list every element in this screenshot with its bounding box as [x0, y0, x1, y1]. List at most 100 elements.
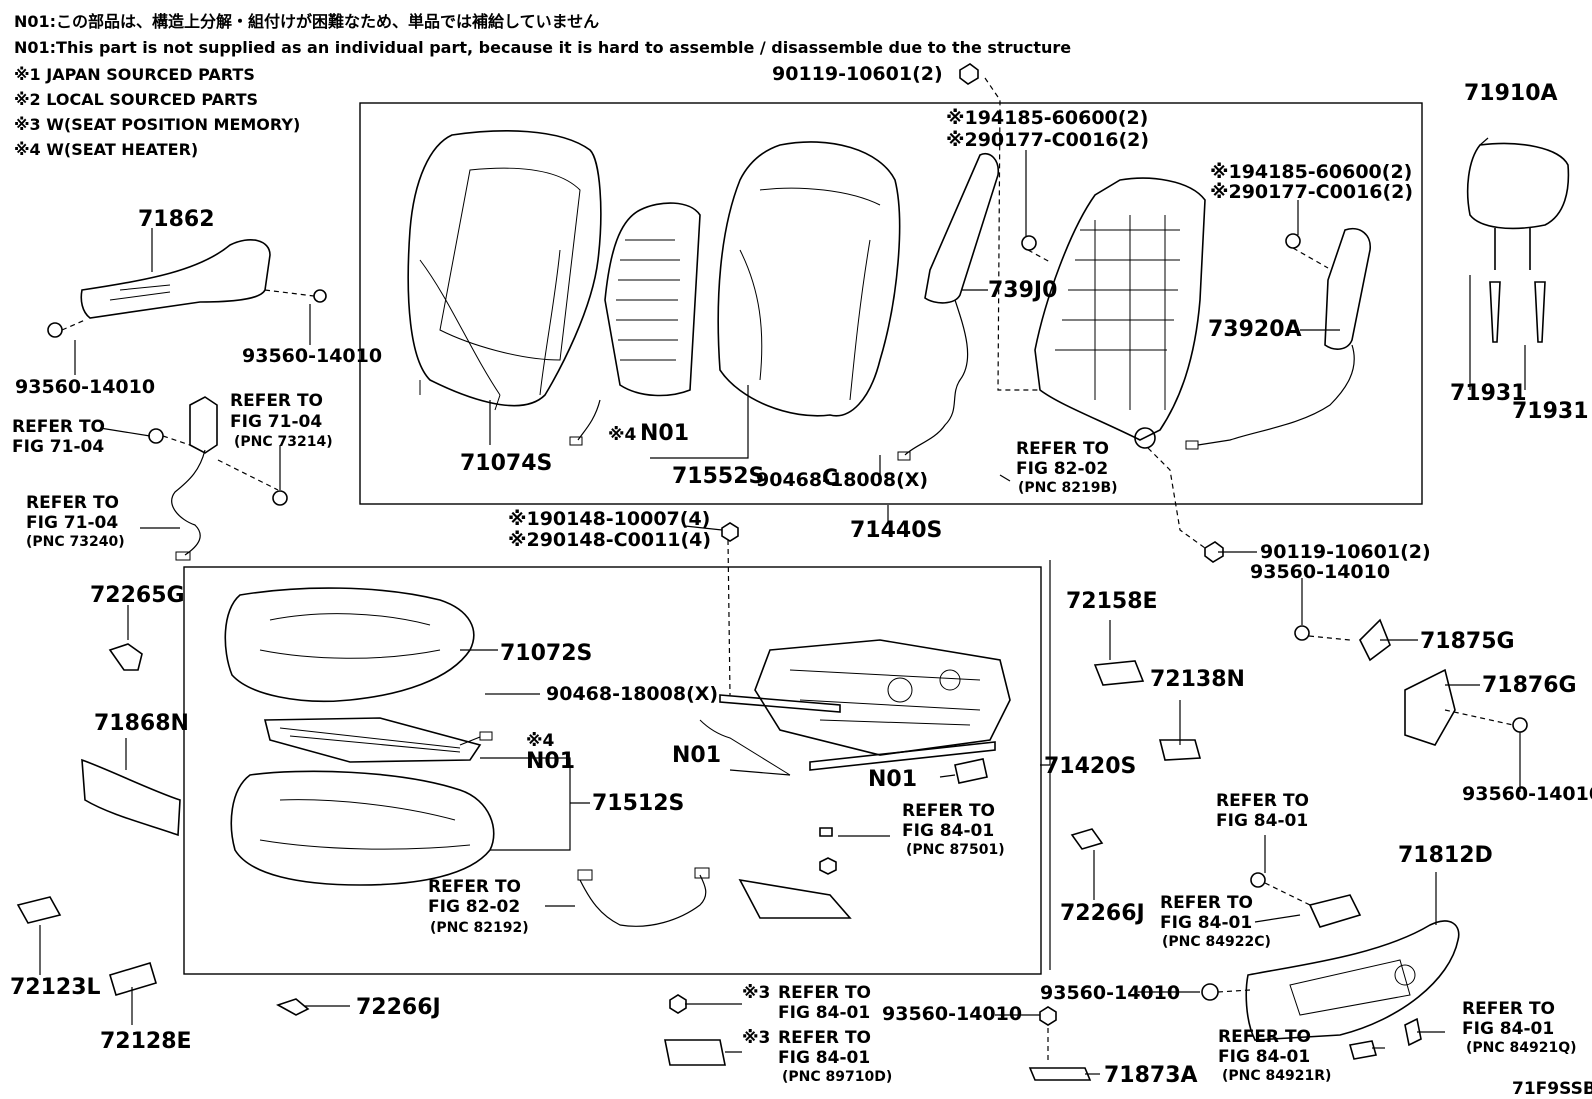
mark-memory-a: ※3 [742, 983, 770, 1003]
label-190148: ※190148-10007(4) [508, 508, 710, 530]
ref-pnc-84921q: (PNC 84921Q) [1466, 1040, 1577, 1056]
refer-to-label: REFER TO [1218, 1027, 1311, 1047]
ref-fig-84-01: FIG 84-01 [1218, 1047, 1310, 1067]
nut-icon [1021, 235, 1037, 251]
label-72128e: 72128E [100, 1029, 192, 1054]
screw-icon [1294, 625, 1310, 641]
note-local-sourced: ※2 LOCAL SOURCED PARTS [14, 90, 258, 109]
ref-fig-84-01: FIG 84-01 [1462, 1019, 1554, 1039]
clip-72266j-lower-part [276, 998, 310, 1016]
note-seat-position-memory: ※3 W(SEAT POSITION MEMORY) [14, 115, 300, 134]
knob-84921r-part [1348, 1040, 1378, 1060]
label-71552s: 71552S [672, 464, 764, 489]
bracket-71875g-part [1359, 618, 1391, 662]
seatback-assembly-box [359, 102, 1423, 505]
label-n01-d: N01 [868, 767, 917, 792]
label-72265g: 72265G [90, 583, 185, 608]
ref-fig-84-01: FIG 84-01 [1160, 913, 1252, 933]
bolt-icon [1204, 541, 1224, 563]
note-n01-english: N01:This part is not supplied as an indi… [14, 38, 1071, 57]
nut-icon [148, 428, 164, 444]
ref-pnc-84921r: (PNC 84921R) [1222, 1068, 1331, 1084]
refer-to-label: REFER TO [230, 391, 323, 411]
label-93560-f: 93560-14010 [882, 1003, 1022, 1025]
cushion-assembly-box [183, 566, 1042, 975]
label-71873a: 71873A [1104, 1063, 1198, 1088]
refer-to-label: REFER TO [428, 877, 521, 897]
label-72266j-upper: 72266J [1060, 901, 1145, 926]
label-93560-a: 93560-14010 [242, 345, 382, 367]
label-71910a: 71910A [1464, 81, 1558, 106]
side-airbag-right-part [1185, 228, 1371, 450]
reference-callouts: REFER TO FIG 71-04 (PNC 73214) REFER TO … [12, 391, 1577, 1085]
label-72266j-lower: 72266J [356, 995, 441, 1020]
clip-72128e-part [109, 962, 157, 996]
refer-to-label: REFER TO [12, 417, 105, 437]
clip-72123l-part [16, 896, 62, 924]
mark-heater-a: ※4 [608, 425, 637, 445]
bolt-icon [1039, 1006, 1057, 1026]
cushion-heater-part [263, 717, 493, 763]
part-labels: 90119-10601(2) ※194185-60600(2) ※290177-… [10, 63, 1592, 1099]
clip-72158e-part [1093, 660, 1145, 686]
label-73920a: 73920A [1208, 317, 1302, 342]
label-71512s: 71512S [592, 791, 684, 816]
label-290177-a: ※290177-C0016(2) [946, 129, 1149, 151]
ref-pnc-82192: (PNC 82192) [430, 920, 529, 936]
seatback-cover-part [407, 130, 602, 411]
notes-block: N01:この部品は、構造上分解・組付けが困難なため、単品では補給していません N… [14, 12, 1071, 159]
label-93560-d: 93560-14010 [1462, 783, 1592, 805]
clip-72266j-upper-part [1070, 828, 1104, 850]
ref-fig-71-04: FIG 71-04 [230, 412, 322, 432]
screw-icon [1250, 872, 1266, 888]
label-71420s: 71420S [1044, 754, 1136, 779]
seatback-pad-part [717, 141, 901, 417]
label-290148: ※290148-C0011(4) [508, 529, 711, 551]
note-seat-heater: ※4 W(SEAT HEATER) [14, 140, 198, 159]
nut-icon [272, 490, 288, 506]
clip-72138n-part [1158, 739, 1202, 761]
bolt-icon [721, 522, 739, 542]
knob-84921q-part [1404, 1017, 1422, 1047]
cushion-wiring-part [577, 827, 852, 927]
recliner-cover-part [47, 239, 327, 338]
label-72123l: 72123L [10, 975, 101, 1000]
trim-71868n-part [81, 758, 181, 837]
clip-icon [313, 289, 327, 303]
label-93560-c: 93560-14010 [1250, 561, 1390, 583]
label-72138n: 72138N [1150, 667, 1245, 692]
switch-84922c-part [1308, 894, 1362, 928]
ref-pnc-73214: (PNC 73214) [234, 434, 333, 450]
ref-fig-84-01: FIG 84-01 [778, 1048, 870, 1068]
refer-to-label: REFER TO [778, 1028, 871, 1048]
label-71862: 71862 [138, 207, 215, 232]
screw-icon [1201, 983, 1219, 1001]
label-90468-b: 90468-18008(X) [546, 683, 718, 705]
diagram-code: 71F9SSB [1512, 1079, 1592, 1099]
label-93560-e: 93560-14010 [1040, 982, 1180, 1004]
ref-fig-71-04: FIG 71-04 [26, 513, 118, 533]
ref-fig-82-02: FIG 82-02 [1016, 459, 1108, 479]
ref-pnc-84922c: (PNC 84922C) [1162, 934, 1271, 950]
nut-icon [1285, 233, 1301, 249]
bolt-icon [669, 994, 687, 1014]
label-90468-a: 90468-18008(X) [756, 469, 928, 491]
refer-to-label: REFER TO [902, 801, 995, 821]
label-71072s: 71072S [500, 641, 592, 666]
note-japan-sourced: ※1 JAPAN SOURCED PARTS [14, 65, 255, 84]
label-90119-top: 90119-10601(2) [772, 63, 943, 85]
label-71074s: 71074S [460, 451, 552, 476]
ref-fig-84-01: FIG 84-01 [778, 1003, 870, 1023]
leader-lines [39, 137, 1526, 1075]
memory-ecu-part [664, 1039, 726, 1066]
label-90119-b: 90119-10601(2) [1260, 541, 1431, 563]
ref-pnc-8219b: (PNC 8219B) [1018, 480, 1118, 496]
label-71868n: 71868N [94, 711, 189, 736]
refer-to-label: REFER TO [778, 983, 871, 1003]
label-72158e: 72158E [1066, 589, 1158, 614]
note-n01-japanese: N01:この部品は、構造上分解・組付けが困難なため、単品では補給していません [14, 12, 599, 31]
label-739j0: 739J0 [988, 278, 1057, 303]
mark-memory-b: ※3 [742, 1028, 770, 1048]
seat-track-frame-part [699, 522, 1011, 784]
